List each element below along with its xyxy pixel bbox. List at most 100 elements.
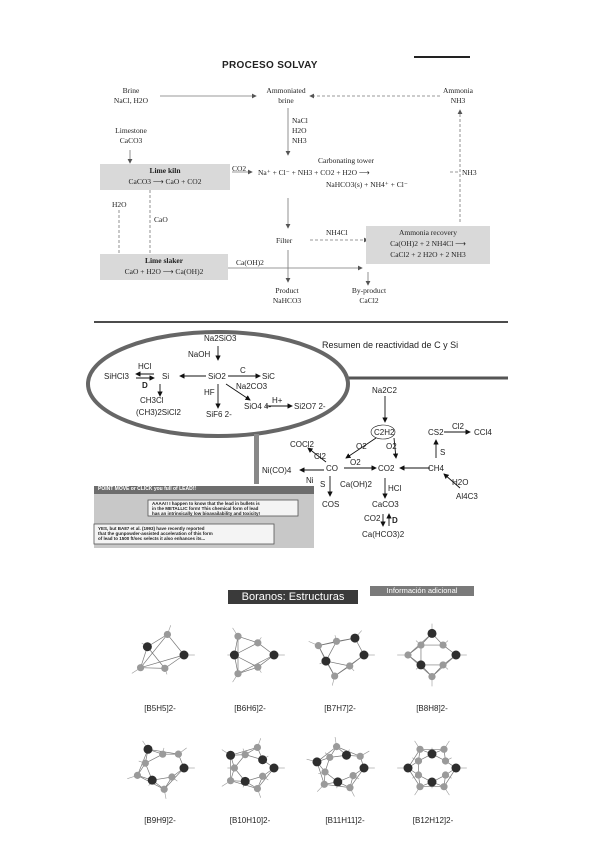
nh4cl-label: NH4Cl <box>326 228 348 237</box>
panel-line-2: in the METALLIC form! This chemical form… <box>152 506 259 511</box>
c-hcl: HCl <box>388 484 402 493</box>
boron-atom <box>320 780 328 788</box>
boron-atom <box>234 632 242 640</box>
byproduct-label: By-product <box>351 286 387 295</box>
borane-label-5: [B9H9]2- <box>144 816 176 825</box>
boron-atom <box>414 771 423 779</box>
boranes-title: Boranos: Estructuras <box>228 590 358 604</box>
boron-atom <box>326 753 334 761</box>
c-na2c2: Na2C2 <box>372 386 397 395</box>
c-co2: CO2 <box>378 464 395 473</box>
boron-atom <box>341 750 351 760</box>
cao-label: CaO <box>154 215 168 224</box>
boron-atom <box>136 664 145 672</box>
boron-atom <box>229 650 239 660</box>
boron-atom <box>414 757 423 765</box>
boron-atom <box>254 663 262 671</box>
c-cocl2: COCl2 <box>290 440 315 449</box>
nh3-side-label: NH3 <box>462 168 477 177</box>
lime-slaker-box: Lime slaker CaO + H2O ⟶ Ca(OH)2 <box>100 254 228 280</box>
boron-atom <box>174 750 182 758</box>
c-ccl4: CCl4 <box>474 428 492 437</box>
panel-header: POINT MOVE or CLICK you full of LEAD!! <box>98 486 197 492</box>
boron-atom <box>161 664 169 672</box>
boron-atom <box>359 763 369 773</box>
si-c: C <box>240 366 246 375</box>
boron-atom <box>253 784 262 793</box>
c-o2b: O2 <box>386 442 397 451</box>
co2-label: CO2 <box>232 164 247 173</box>
si-hf: HF <box>204 388 215 397</box>
brine-formula: NaCl, H2O <box>113 96 149 105</box>
panel-line-5: that the gunpowder-assisted acceleration… <box>98 531 213 536</box>
boron-atom <box>333 777 343 787</box>
boron-atom <box>241 751 249 759</box>
ammonia-formula: NH3 <box>450 96 466 105</box>
boron-atom <box>226 750 236 760</box>
panel-line-4: YES, but BA87 et al. (1993) have recentl… <box>98 526 205 531</box>
filter-label: Filter <box>276 236 293 245</box>
lime-kiln-box: Lime kiln CaCO3 ⟶ CaO + CO2 <box>100 164 230 190</box>
boron-atom <box>403 763 413 773</box>
boron-atom <box>440 783 448 791</box>
ammonia-recovery-title: Ammonia recovery <box>398 228 458 237</box>
boron-atom <box>253 743 262 752</box>
boron-atom <box>143 744 153 754</box>
boron-atom <box>159 750 167 758</box>
c-caco3: CaCO3 <box>372 500 399 509</box>
si-hplus: H+ <box>272 396 283 405</box>
c-caoh2: Ca(OH)2 <box>340 480 373 489</box>
boron-atom <box>160 785 168 793</box>
reagent-h2o: H2O <box>292 126 307 135</box>
c-h2o: H2O <box>452 478 469 487</box>
boron-atom <box>416 745 424 753</box>
c-cos: COS <box>322 500 340 509</box>
borane-cluster-3 <box>308 630 375 686</box>
boron-atom <box>359 650 369 660</box>
si-naoh: NaOH <box>188 350 211 359</box>
lime-kiln-title: Lime kiln <box>149 166 181 175</box>
ammonia-label: Ammonia <box>443 86 473 95</box>
boron-atom <box>441 757 450 765</box>
boron-atom <box>163 630 172 639</box>
boron-atom <box>332 637 341 645</box>
si-d: D <box>142 381 148 390</box>
reagent-nacl: NaCl <box>292 116 308 125</box>
boron-atom <box>321 768 329 776</box>
c-cl2: Cl2 <box>314 452 327 461</box>
boron-atom <box>141 759 149 767</box>
c-ch4: CH4 <box>428 464 445 473</box>
c-nico4: Ni(CO)4 <box>262 466 292 475</box>
boron-atom <box>331 672 339 680</box>
c-cahco3: Ca(HCO3)2 <box>362 530 405 539</box>
brine-label: Brine <box>122 86 140 95</box>
carbonating-equation-1: Na⁺ + Cl⁻ + NH3 + CO2 + H2O ⟶ <box>258 168 370 177</box>
boron-atom <box>258 755 268 765</box>
boron-atom <box>451 763 461 773</box>
boron-atom <box>417 641 425 649</box>
c-o2c: O2 <box>350 458 361 467</box>
boron-atom <box>133 771 142 779</box>
si-na2co3: Na2CO3 <box>236 382 268 391</box>
ammoniated-label-2: brine <box>278 96 294 105</box>
ammoniated-label: Ammoniated <box>266 86 306 95</box>
boron-atom <box>428 673 436 681</box>
boron-atom <box>179 763 189 773</box>
boron-atom <box>416 783 424 791</box>
borane-cluster-6 <box>221 738 285 798</box>
boron-atom <box>234 670 242 678</box>
boron-atom <box>179 650 189 660</box>
boron-atom <box>427 628 437 638</box>
boron-atom <box>269 763 279 773</box>
lime-kiln-equation: CaCO3 ⟶ CaO + CO2 <box>128 177 202 186</box>
boron-atom <box>147 775 157 785</box>
boron-atom <box>427 749 437 759</box>
boranes-extra-info[interactable]: Información adicional <box>370 586 474 596</box>
boron-atom <box>451 650 461 660</box>
product-formula: NaHCO3 <box>272 296 302 305</box>
borane-cluster-7 <box>306 736 375 797</box>
panel-line-1: AAAA!! I happen to know that the lead in… <box>152 501 260 506</box>
h2o-label: H2O <box>112 200 127 209</box>
